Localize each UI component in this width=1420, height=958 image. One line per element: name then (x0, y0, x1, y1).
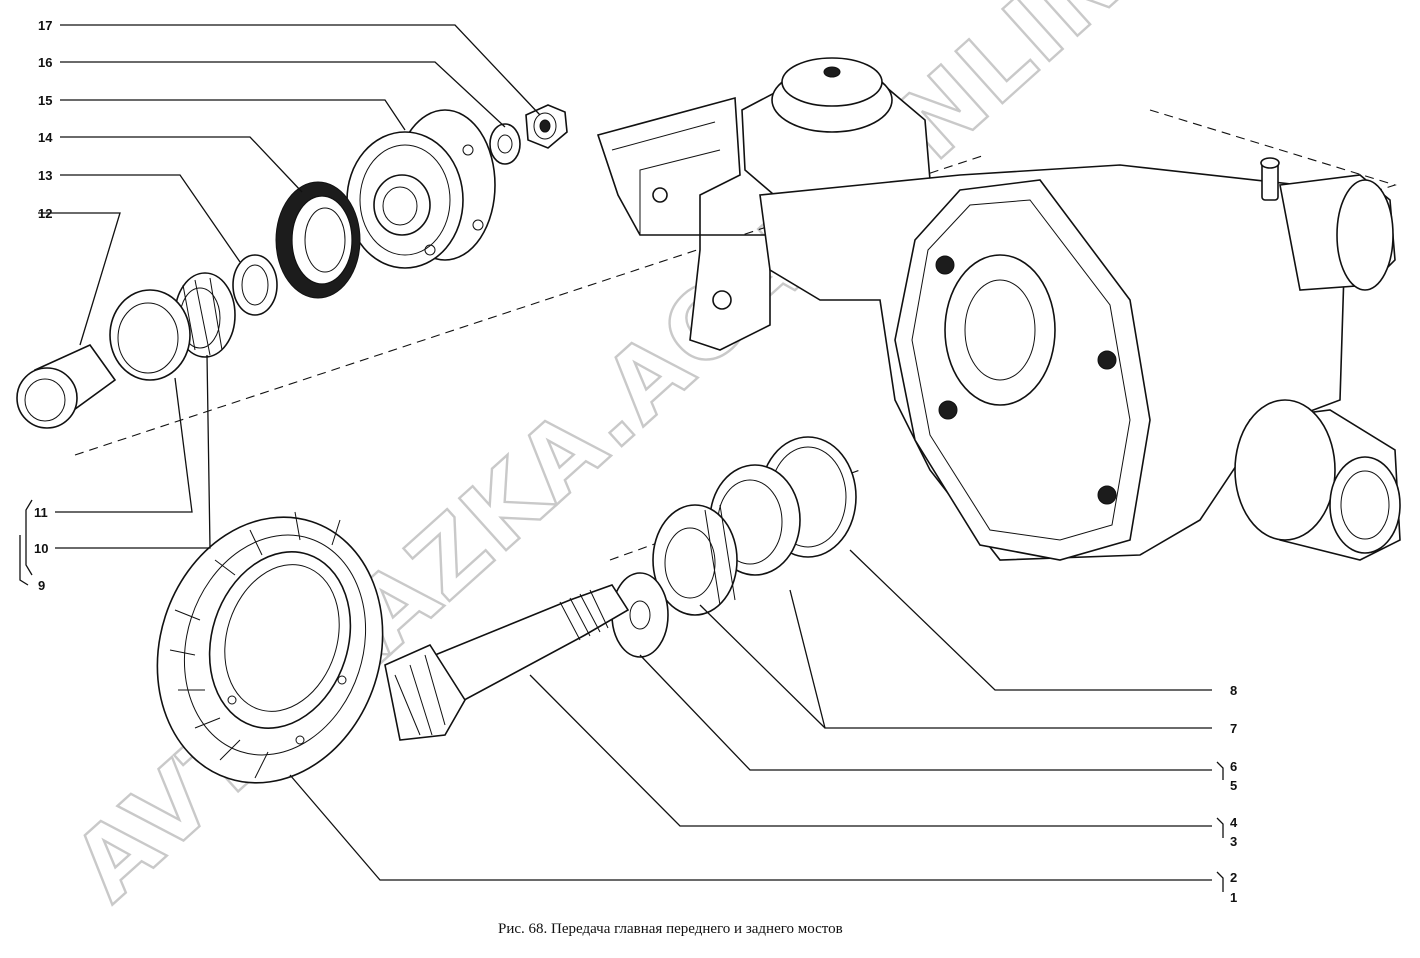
oil-seal-14 (275, 181, 361, 299)
spacer-12 (16, 343, 117, 429)
pinion-4 (384, 584, 630, 741)
callout-9: 9 (38, 578, 45, 593)
washer-16 (489, 123, 521, 165)
callout-12: 12 (38, 206, 52, 221)
callout-6: 6 (1230, 759, 1237, 774)
bearing-7 (652, 464, 801, 616)
ring-13 (232, 254, 278, 316)
callout-5: 5 (1230, 778, 1237, 793)
callout-15: 15 (38, 93, 52, 108)
callout-2: 2 (1230, 870, 1237, 885)
axle-housing (596, 57, 1401, 561)
callout-16: 16 (38, 55, 52, 70)
callout-1: 1 (1230, 890, 1237, 905)
callout-14: 14 (38, 130, 53, 145)
figure-caption: Рис. 68. Передача главная переднего и за… (498, 921, 843, 937)
leader-lines (19, 24, 1224, 892)
callout-4: 4 (1230, 815, 1238, 830)
ring-gear-2 (156, 511, 384, 784)
callout-13: 13 (38, 168, 52, 183)
callout-10: 10 (34, 541, 48, 556)
flange-15 (346, 109, 496, 269)
callout-17: 17 (38, 18, 52, 33)
callout-11: 11 (34, 505, 48, 520)
callout-8: 8 (1230, 683, 1237, 698)
race-11 (109, 289, 191, 381)
nut-17 (525, 104, 568, 149)
callout-7: 7 (1230, 721, 1237, 736)
callout-3: 3 (1230, 834, 1237, 849)
